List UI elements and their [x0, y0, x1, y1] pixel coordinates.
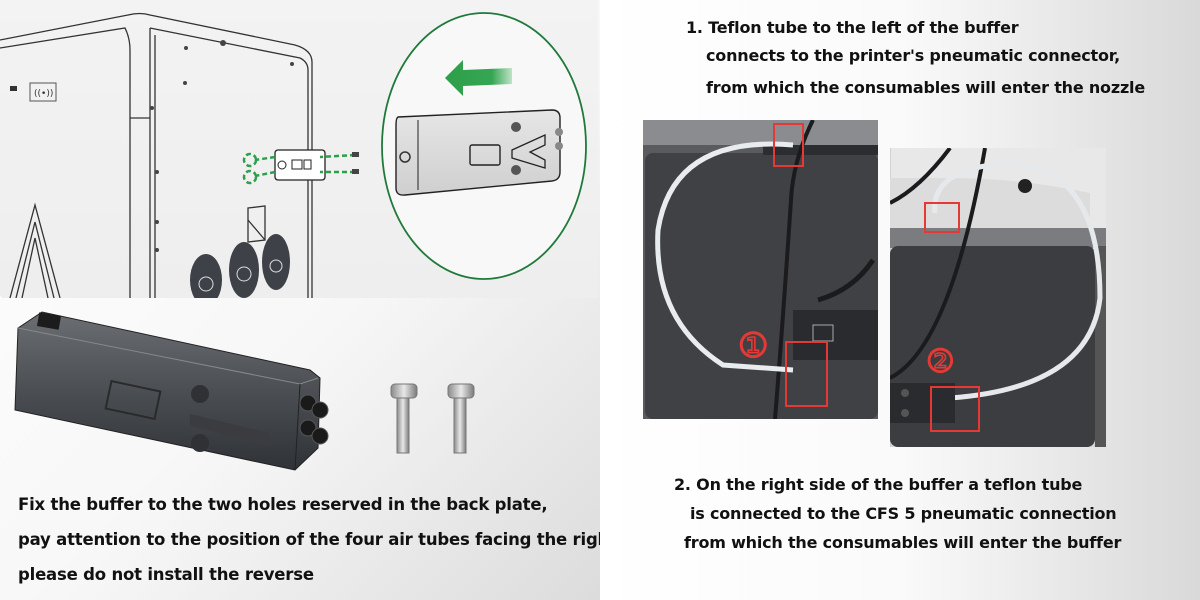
- highlight-box: [924, 202, 960, 233]
- caption-line: please do not install the reverse: [18, 565, 314, 584]
- highlight-box: [930, 386, 980, 432]
- left-panel: ((•)): [0, 0, 600, 600]
- product-photo: [0, 298, 600, 478]
- caption-line: Fix the buffer to the two holes reserved…: [18, 495, 548, 514]
- step-2-line: from which the consumables will enter th…: [684, 533, 1122, 552]
- step-1-title: 1. Teflon tube to the left of the buffer: [686, 18, 1019, 37]
- arrow-left-icon: [445, 60, 512, 96]
- marker-2: ②: [926, 342, 955, 380]
- caption-line: pay attention to the position of the fou…: [18, 530, 600, 549]
- installation-instructions: Fix the buffer to the two holes reserved…: [18, 487, 600, 592]
- step-1-line: connects to the printer's pneumatic conn…: [706, 46, 1121, 65]
- step-2-instructions: 2. On the right side of the buffer a tef…: [674, 470, 1121, 557]
- buffer-and-screws-image: [14, 311, 475, 471]
- buffer-unit: [14, 311, 321, 471]
- step-2-line: is connected to the CFS 5 pneumatic conn…: [690, 504, 1117, 523]
- screw-1: [390, 383, 418, 454]
- step-1-line: from which the consumables will enter th…: [706, 78, 1145, 97]
- marker-1: ①: [738, 326, 768, 366]
- photo-step-2: ②: [890, 148, 1106, 447]
- installation-diagram: ((•)): [0, 0, 598, 298]
- screw-2: [447, 383, 475, 454]
- svg-text:((•)): ((•)): [34, 89, 53, 99]
- step-1-instructions: 1. Teflon tube to the left of the buffer…: [686, 14, 1145, 102]
- highlight-box: [773, 123, 804, 167]
- highlight-box: [785, 341, 828, 407]
- step-2-title: 2. On the right side of the buffer a tef…: [674, 475, 1083, 494]
- printer-back-diagram: ((•)): [0, 12, 587, 298]
- nfc-icon: [29, 82, 57, 102]
- photo-step-1: ①: [643, 120, 878, 419]
